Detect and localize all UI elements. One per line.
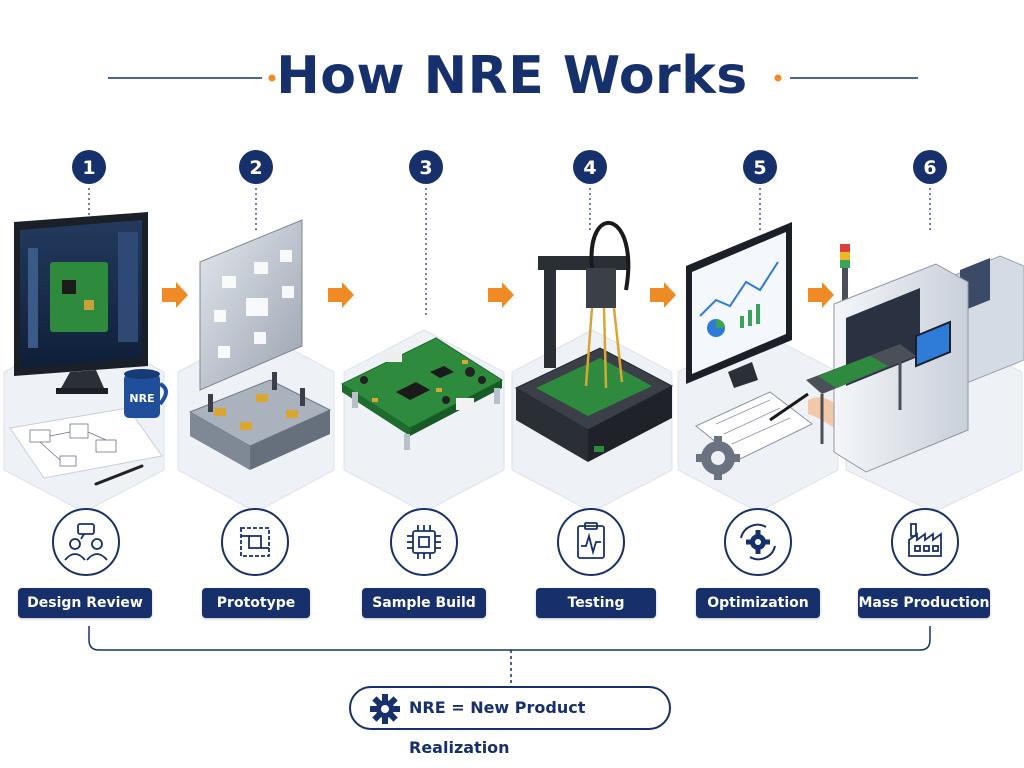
circuit-board-icon: [221, 508, 289, 576]
step-label-prototype: Prototype: [202, 588, 310, 618]
illustration-mass-production: [806, 244, 1024, 473]
illustration-testing: [514, 220, 674, 462]
team-discussion-icon: [52, 508, 120, 576]
svg-text:2: 2: [249, 157, 262, 179]
footer-definition: NRE = New Product Realization: [349, 686, 671, 757]
gear-icon: [370, 694, 400, 724]
arrow-right-icon: [328, 282, 354, 308]
step-number-2: 2: [239, 150, 273, 184]
step-number-3: 3: [409, 150, 443, 184]
svg-text:6: 6: [923, 157, 936, 179]
arrow-right-icon: [808, 282, 834, 308]
step-label-design-review: Design Review: [18, 588, 152, 618]
step-number-4: 4: [573, 150, 607, 184]
title-decoration: [108, 74, 918, 82]
svg-text:3: 3: [419, 157, 432, 179]
arrow-right-icon: [488, 282, 514, 308]
svg-text:1: 1: [82, 157, 95, 179]
page-title: How NRE Works: [276, 46, 748, 106]
step-numbers: 1 2 3 4 5 6: [72, 150, 947, 184]
step-arrows: [162, 282, 834, 308]
step-icons: [52, 508, 959, 576]
gear-cycle-icon: [724, 508, 792, 576]
illustration-prototype: [188, 219, 332, 470]
arrow-right-icon: [650, 282, 676, 308]
step-label-optimization: Optimization: [696, 588, 820, 618]
mug-label: NRE: [129, 392, 154, 405]
footer-text: NRE = New Product Realization: [409, 698, 586, 757]
step-number-1: 1: [72, 150, 106, 184]
step-number-6: 6: [913, 150, 947, 184]
microchip-icon: [390, 508, 458, 576]
svg-text:5: 5: [753, 157, 766, 179]
step-label-mass-production: Mass Production: [858, 588, 990, 618]
illustration-design-review: NRE: [9, 212, 168, 486]
clipboard-waveform-icon: [557, 508, 625, 576]
svg-text:4: 4: [583, 157, 596, 179]
footer-bracket: [88, 626, 931, 686]
arrow-right-icon: [162, 282, 188, 308]
step-number-5: 5: [743, 150, 777, 184]
illustration-sample-build: [340, 337, 503, 450]
step-label-testing: Testing: [536, 588, 656, 618]
step-label-sample-build: Sample Build: [362, 588, 486, 618]
factory-icon: [891, 508, 959, 576]
